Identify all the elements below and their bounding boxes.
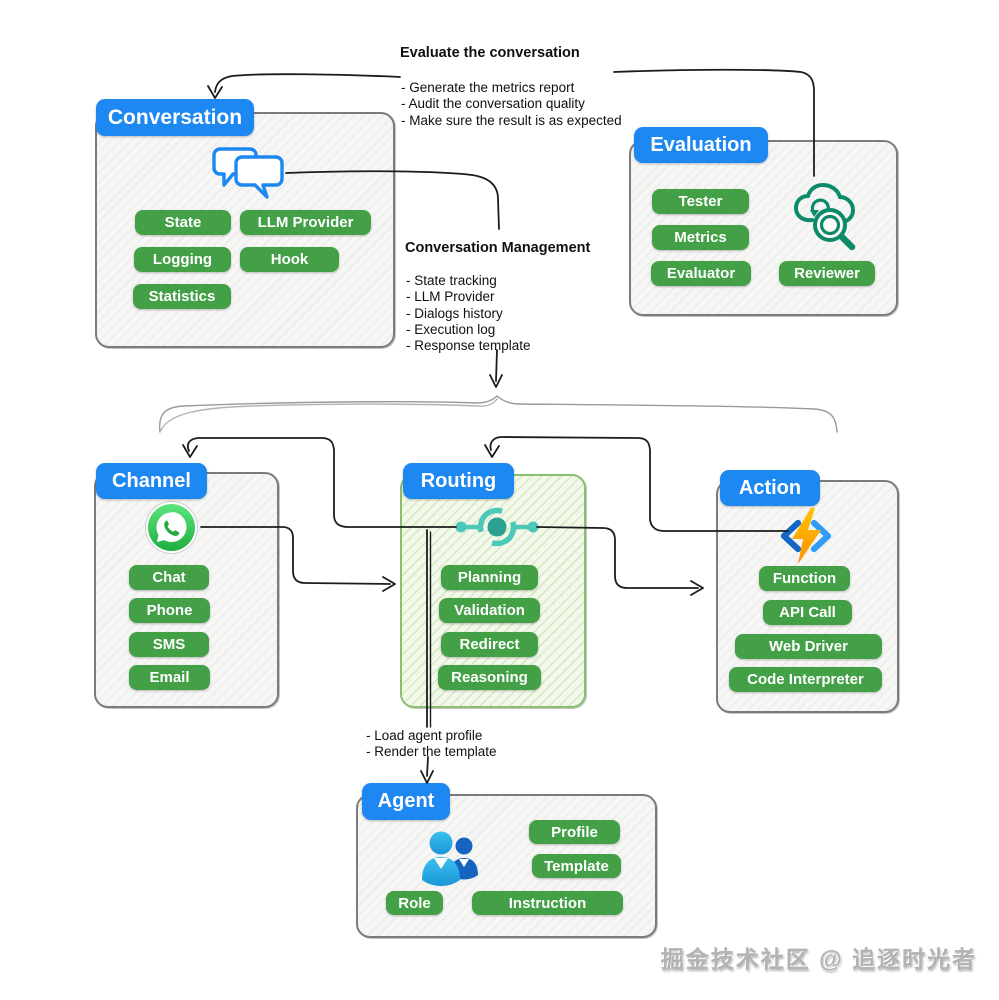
pill-api-call: API Call	[763, 600, 852, 625]
management-note-title: Conversation Management	[405, 240, 591, 256]
action-header: Action	[720, 470, 820, 506]
pill-function: Function	[759, 566, 850, 591]
pill-planning: Planning	[441, 565, 538, 590]
management-note-item: - State tracking	[406, 273, 497, 288]
pill-role: Role	[386, 891, 443, 915]
arrowhead	[690, 580, 704, 596]
pill-instruction: Instruction	[472, 891, 623, 915]
pill-template: Template	[532, 854, 621, 878]
arrowhead	[420, 770, 434, 784]
hub-icon	[455, 507, 539, 547]
pill-state: State	[135, 210, 231, 235]
management-note-item: - Execution log	[406, 321, 496, 337]
arrow-evaluate-to-conversation	[214, 73, 401, 93]
agent-load-note-list: - Load agent profile - Render the templa…	[366, 728, 497, 761]
pill-evaluator: Evaluator	[651, 261, 751, 286]
people-icon	[422, 831, 478, 886]
brace	[158, 395, 838, 433]
arrowhead	[489, 374, 503, 388]
pill-web-driver: Web Driver	[735, 634, 882, 659]
management-note-list: - State tracking - LLM Provider - Dialog…	[406, 273, 531, 354]
pill-chat: Chat	[129, 565, 209, 590]
evaluate-note-item: - Make sure the result is as expected	[401, 112, 622, 128]
evaluate-note-list: - Generate the metrics report - Audit th…	[401, 80, 622, 129]
management-note-item: - Dialogs history	[406, 305, 503, 321]
evaluate-note-item: - Generate the metrics report	[401, 80, 575, 95]
pill-reasoning: Reasoning	[438, 665, 541, 690]
arrowhead	[382, 576, 396, 592]
pill-email: Email	[129, 665, 210, 690]
brace-sketch-stroke	[160, 398, 498, 431]
pill-logging: Logging	[134, 247, 231, 272]
routing-header: Routing	[403, 463, 514, 499]
arrowhead	[484, 444, 500, 458]
pill-statistics: Statistics	[133, 284, 231, 309]
pill-reviewer: Reviewer	[779, 261, 875, 286]
pill-metrics: Metrics	[652, 225, 749, 250]
arrowhead	[182, 444, 198, 458]
evaluation-header: Evaluation	[634, 127, 768, 163]
management-note-item: - LLM Provider	[406, 289, 495, 305]
cloud-search-icon	[793, 182, 856, 251]
pill-validation: Validation	[439, 598, 540, 623]
channel-header: Channel	[96, 463, 207, 499]
management-note-item: - Response template	[406, 338, 531, 354]
arrow-management-to-brace	[495, 349, 498, 382]
pill-hook: Hook	[240, 247, 339, 272]
arrowhead	[207, 85, 223, 99]
pill-phone: Phone	[129, 598, 210, 623]
watermark: 掘金技术社区 @ 追逐时光者	[660, 946, 977, 972]
lightning-icon	[780, 508, 832, 564]
pill-sms: SMS	[129, 632, 209, 657]
whatsapp-icon	[145, 501, 198, 554]
agent-load-note-item: - Load agent profile	[366, 728, 483, 743]
evaluate-note-item: - Audit the conversation quality	[401, 96, 585, 112]
pill-code-interpreter: Code Interpreter	[729, 667, 882, 692]
pill-tester: Tester	[652, 189, 749, 214]
chat-bubbles-icon	[212, 147, 284, 199]
agent-load-note-item: - Render the template	[366, 744, 497, 760]
conversation-header: Conversation	[96, 99, 254, 136]
agent-header: Agent	[362, 783, 450, 820]
pill-profile: Profile	[529, 820, 620, 844]
pill-llm-provider: LLM Provider	[240, 210, 371, 235]
pill-redirect: Redirect	[441, 632, 538, 657]
evaluate-note-title: Evaluate the conversation	[400, 45, 580, 61]
